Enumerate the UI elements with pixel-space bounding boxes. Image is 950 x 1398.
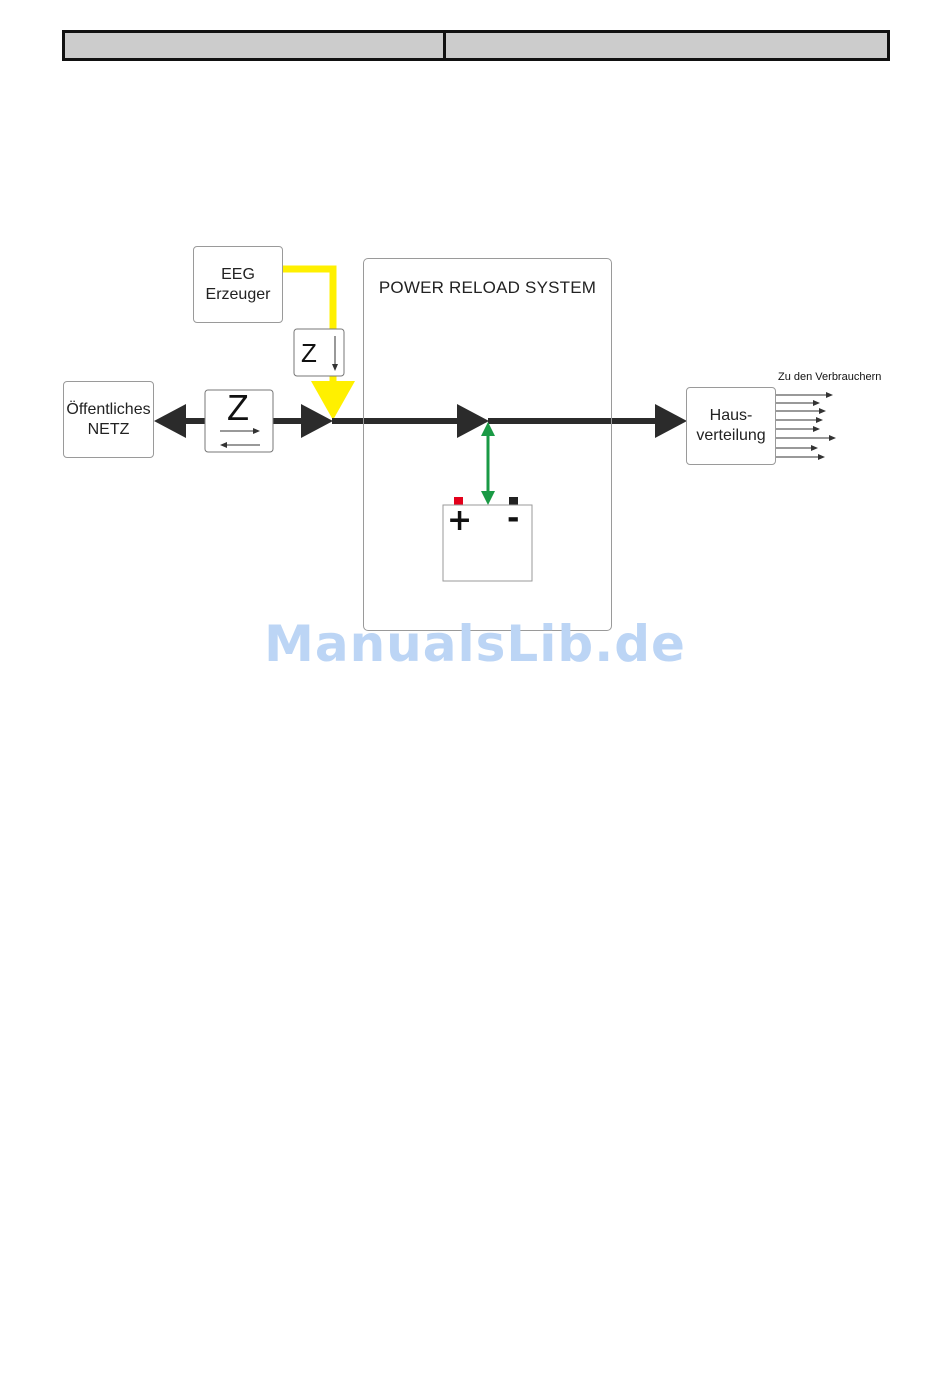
- eeg-generator-label-line2: Erzeuger: [206, 285, 271, 305]
- public-grid-box: Öffentliches NETZ: [63, 381, 154, 458]
- power-reload-system-title: POWER RELOAD SYSTEM: [363, 278, 612, 298]
- battery-minus-sign: -: [507, 502, 519, 536]
- grid-arrow-left: [154, 404, 186, 438]
- public-grid-label-line1: Öffentliches: [66, 400, 150, 420]
- house-distribution-label-line2: verteilung: [696, 426, 765, 446]
- eeg-meter-symbol: Z: [301, 338, 317, 368]
- battery-plus-sign: +: [447, 504, 472, 538]
- house-distribution-label-line1: Haus-: [710, 406, 753, 426]
- power-reload-system-frame: [363, 258, 612, 631]
- watermark: ManualsLib.de: [0, 615, 950, 673]
- consumers-label: Zu den Verbrauchern: [778, 371, 881, 383]
- eeg-generator-label-line1: EEG: [221, 265, 255, 285]
- bidirectional-meter-symbol: Z: [227, 388, 249, 428]
- house-arrow-right: [655, 404, 687, 438]
- eeg-generator-box: EEG Erzeuger: [193, 246, 283, 323]
- house-distribution-box: Haus- verteilung: [686, 387, 776, 465]
- consumer-arrows: [776, 392, 836, 460]
- public-grid-label-line2: NETZ: [88, 420, 130, 440]
